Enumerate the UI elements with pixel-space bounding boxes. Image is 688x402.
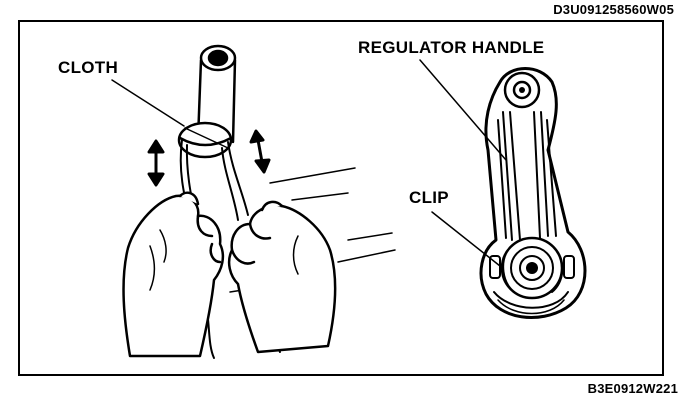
figure-frame — [18, 20, 664, 376]
up-down-arrow-left — [147, 139, 165, 187]
clip-label: CLIP — [409, 188, 449, 207]
figure-code-top: D3U091258560W05 — [553, 2, 674, 17]
regulator-shaft — [177, 44, 237, 159]
handle-ribs — [497, 111, 557, 241]
regulator-handle-illustration — [419, 59, 587, 319]
shaft-cloth-illustration — [111, 44, 396, 359]
regulator-handle-leader-line — [419, 59, 507, 161]
cloth-label: CLOTH — [58, 58, 119, 77]
regulator-handle-label: REGULATOR HANDLE — [358, 38, 545, 57]
clip-leader-line — [431, 211, 501, 267]
left-hand — [122, 191, 225, 358]
door-panel-lines — [229, 167, 396, 293]
up-down-arrow-right — [249, 129, 271, 174]
right-hand — [227, 200, 337, 354]
cloth-leader-line — [111, 79, 185, 127]
figure-code-bottom: B3E0912W221 — [587, 381, 678, 396]
